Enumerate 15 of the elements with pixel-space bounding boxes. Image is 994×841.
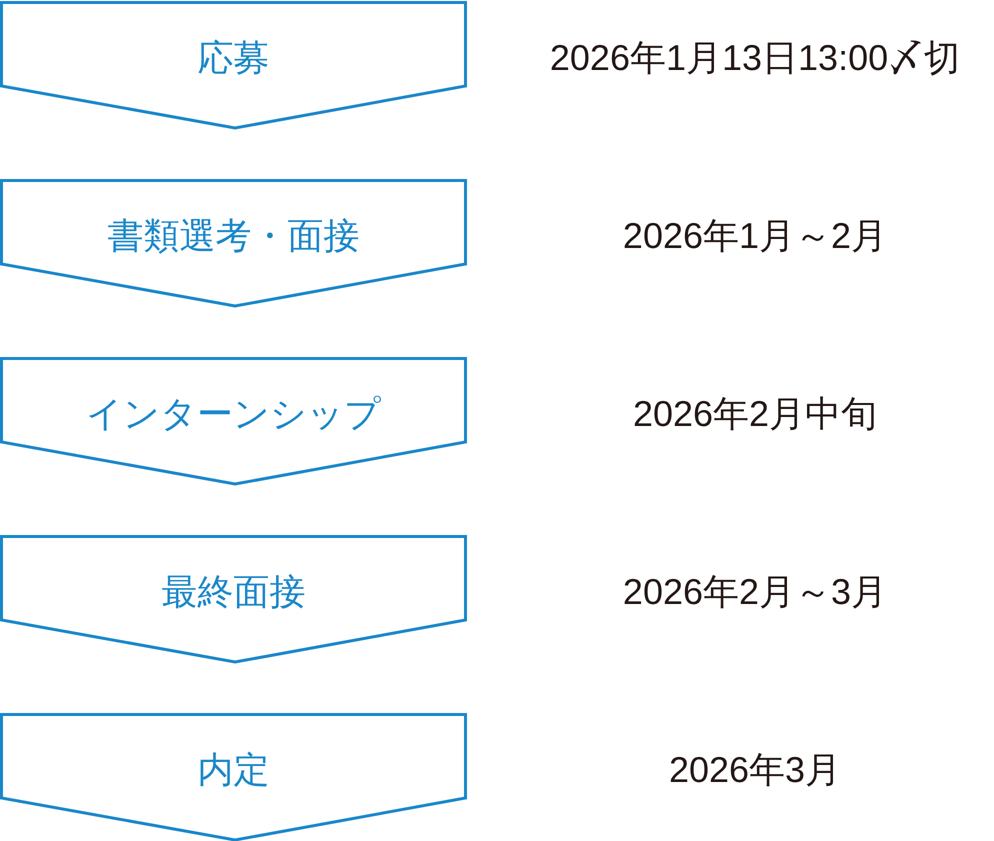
date-label: 2026年2月～3月 [622, 571, 888, 613]
step-chevron [0, 357, 467, 487]
date-label: 2026年1月～2月 [622, 215, 888, 257]
step-label: インターンシップ [85, 393, 382, 435]
date-label: 2026年2月中旬 [632, 393, 878, 435]
step-chevron [0, 179, 467, 309]
step-chevron [0, 713, 467, 841]
step-chevron [0, 1, 467, 131]
date-label: 2026年3月 [668, 749, 842, 791]
step-label: 応募 [196, 37, 270, 79]
date-label: 2026年1月13日13:00〆切 [548, 37, 962, 79]
step-chevron [0, 535, 467, 665]
step-label: 最終面接 [160, 571, 306, 613]
step-label: 内定 [196, 749, 270, 791]
step-label: 書類選考・面接 [106, 215, 360, 257]
